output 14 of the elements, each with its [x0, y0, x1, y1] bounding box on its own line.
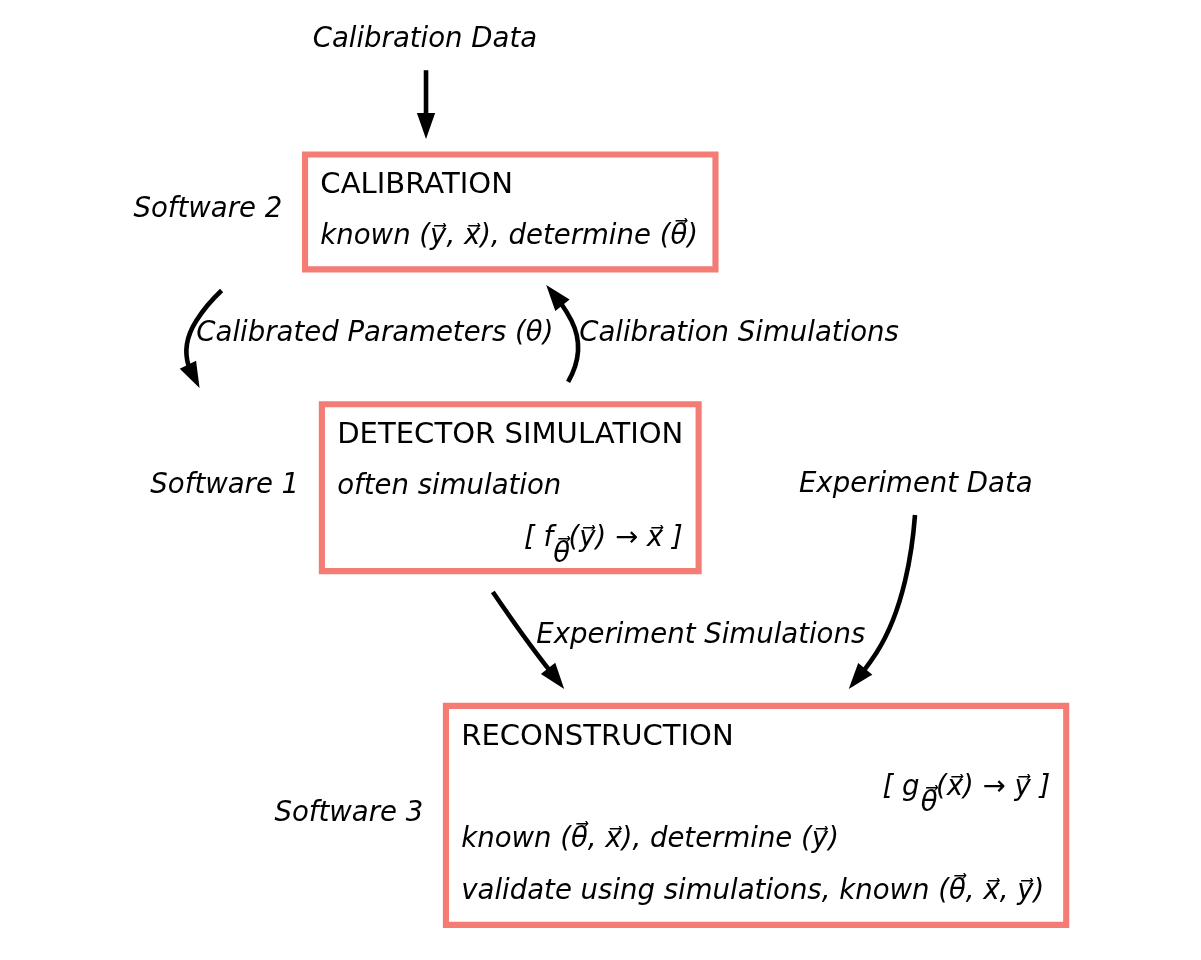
edge-label: Calibration Simulations [578, 315, 899, 348]
arrow [848, 514, 917, 690]
edge-label: Experiment Simulations [535, 616, 865, 649]
node-label: Software 1 [149, 466, 299, 499]
arrow [416, 70, 435, 140]
node-box: CALIBRATION known (y⃗, x⃗), determine (θ⃗) [301, 151, 719, 273]
node-text: Experiment Data [798, 466, 1033, 499]
edge-label: Calibrated Parameters (θ) [195, 315, 553, 348]
node-label: Software 3 [273, 794, 423, 827]
node-text: Calibration Data [312, 21, 537, 54]
arrow [490, 590, 564, 689]
node-label: Software 2 [133, 191, 282, 224]
arrow [179, 288, 223, 389]
arrow [545, 284, 580, 383]
